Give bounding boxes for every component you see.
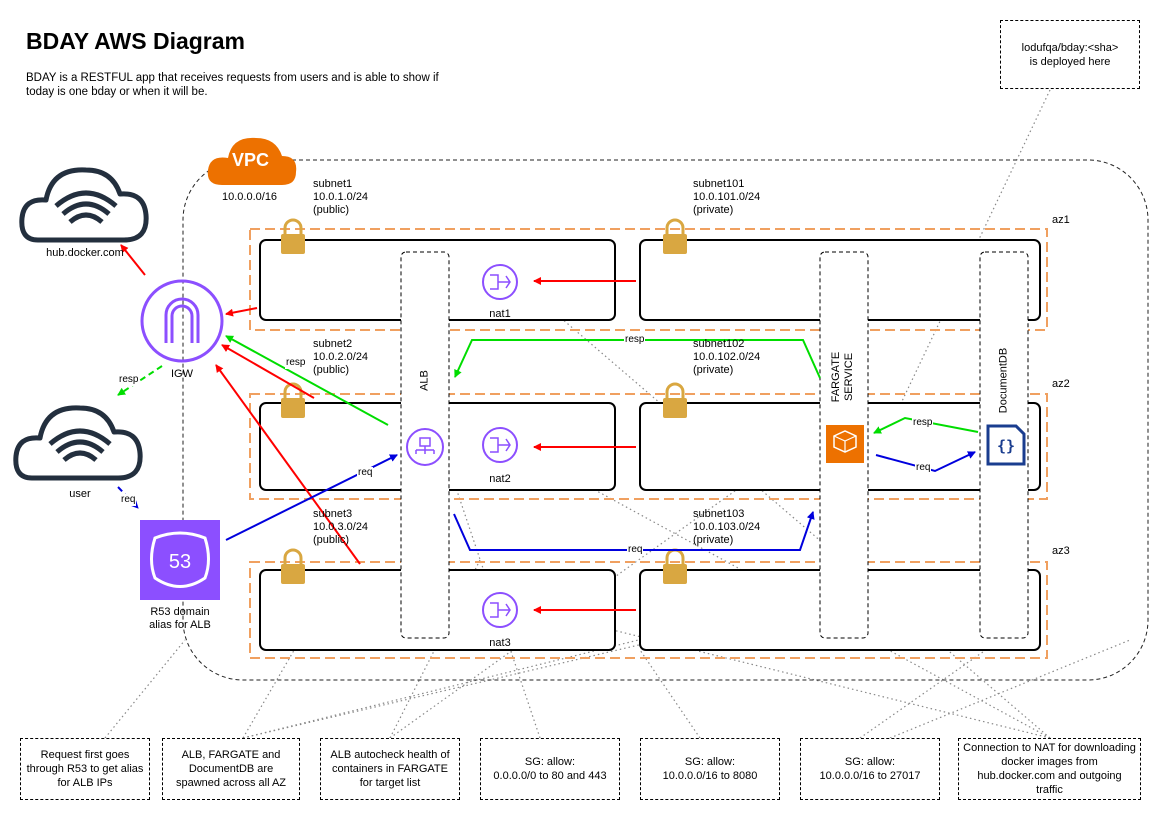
lock-icon bbox=[663, 218, 687, 254]
nat3-label: nat3 bbox=[489, 637, 511, 649]
lock-icon bbox=[281, 548, 305, 584]
az3-label: az3 bbox=[1052, 545, 1070, 557]
lock-icon bbox=[281, 382, 305, 418]
subnet-boxes bbox=[259, 239, 1041, 651]
r53-label: R53 domain alias for ALB bbox=[149, 606, 211, 631]
page-title: BDAY AWS Diagram bbox=[26, 28, 245, 54]
note-sg-public: SG: allow: 0.0.0.0/0 to 80 and 443 bbox=[480, 738, 620, 800]
vpc-label: VPC bbox=[232, 150, 270, 170]
alb-label: ALB bbox=[418, 370, 431, 391]
fargate-label: FARGATE SERVICE bbox=[830, 351, 855, 403]
edge-label-resp: resp bbox=[285, 357, 307, 369]
az2-boundary bbox=[249, 393, 1048, 500]
edge-label-req: req bbox=[627, 544, 644, 556]
red-flows bbox=[120, 244, 636, 614]
az3-boundary bbox=[249, 561, 1048, 659]
note-health: ALB autocheck health of containers in FA… bbox=[320, 738, 460, 800]
user-label: user bbox=[69, 488, 91, 500]
az-boundaries bbox=[249, 228, 1048, 659]
nat2-label: nat2 bbox=[489, 473, 511, 485]
az1-label: az1 bbox=[1052, 214, 1070, 226]
edge-label-req: req bbox=[915, 462, 932, 474]
note-sg-documentdb: SG: allow: 10.0.0.0/16 to 27017 bbox=[800, 738, 940, 800]
svg-text:{}: {} bbox=[997, 437, 1015, 455]
page-description: BDAY is a RESTFUL app that receives requ… bbox=[26, 72, 439, 98]
lock-icon bbox=[281, 218, 305, 254]
hub-label: hub.docker.com bbox=[46, 247, 124, 259]
edge-label-req: req bbox=[120, 494, 137, 506]
vpc-cidr: 10.0.0.0/16 bbox=[222, 191, 278, 203]
lock-icon bbox=[663, 382, 687, 418]
r53-icon: 53 bbox=[140, 520, 220, 600]
documentdb-label: DocumentDB bbox=[997, 347, 1010, 414]
hub-cloud-icon bbox=[19, 167, 149, 243]
edge-label-resp: resp bbox=[624, 334, 646, 346]
edge-label-resp: resp bbox=[912, 417, 934, 429]
edge-label-resp: resp bbox=[118, 374, 140, 386]
az2-label: az2 bbox=[1052, 378, 1070, 390]
vpc-boundary bbox=[182, 159, 1149, 681]
documentdb-icon: {} bbox=[986, 424, 1026, 466]
az1-boundary bbox=[249, 228, 1048, 331]
note-nat: Connection to NAT for downloading docker… bbox=[958, 738, 1141, 800]
lock-icon bbox=[663, 548, 687, 584]
fargate-icon bbox=[826, 425, 864, 463]
igw-icon bbox=[140, 279, 224, 363]
igw-label: IGW bbox=[171, 368, 193, 380]
note-spawn: ALB, FARGATE and DocumentDB are spawned … bbox=[162, 738, 300, 800]
edge-label-req: req bbox=[357, 467, 374, 479]
nat1-label: nat1 bbox=[489, 308, 511, 320]
alb-icon bbox=[406, 428, 444, 466]
r53-number: 53 bbox=[169, 551, 191, 573]
note-r53: Request first goes through R53 to get al… bbox=[20, 738, 150, 800]
note-deploy: lodufqa/bday:<sha> is deployed here bbox=[1000, 20, 1140, 89]
note-sg-fargate: SG: allow: 10.0.0.0/16 to 8080 bbox=[640, 738, 780, 800]
vpc-cloud-icon bbox=[207, 137, 297, 185]
user-cloud-icon bbox=[13, 405, 143, 481]
